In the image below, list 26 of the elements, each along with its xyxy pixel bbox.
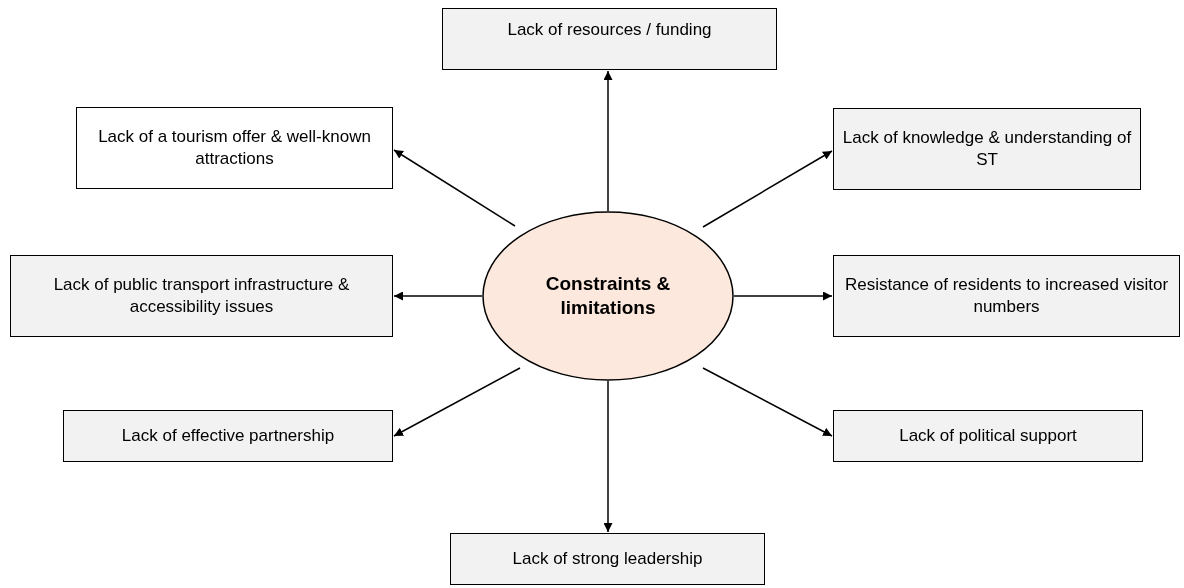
box-text: Lack of knowledge & understanding of ST bbox=[841, 127, 1133, 171]
arrow bbox=[733, 291, 833, 301]
constraint-box bbox=[10, 255, 393, 337]
arrow bbox=[393, 367, 521, 437]
constraint-box bbox=[63, 410, 393, 462]
box-text: Lack of resources / funding bbox=[507, 19, 712, 41]
arrow bbox=[702, 150, 833, 228]
box-text: Lack of political support bbox=[899, 425, 1077, 447]
arrow bbox=[603, 70, 613, 212]
constraint-box bbox=[450, 533, 765, 585]
constraint-box bbox=[833, 255, 1180, 337]
arrow bbox=[702, 367, 833, 437]
constraint-box bbox=[76, 107, 393, 189]
box-text: Lack of public transport infrastructure & accessibility issues bbox=[52, 274, 351, 318]
topic-ellipse bbox=[482, 211, 734, 381]
constraint-box bbox=[833, 410, 1143, 462]
box-text: Lack of a tourism offer & well-known attractions bbox=[97, 126, 372, 170]
arrow bbox=[393, 149, 516, 227]
constraint-box bbox=[442, 8, 777, 70]
arrow bbox=[393, 291, 483, 301]
box-text: Resistance of residents to increased visitor numbers bbox=[843, 274, 1170, 318]
box-text: Lack of strong leadership bbox=[512, 548, 703, 570]
box-text: Constraints & limitations bbox=[544, 272, 672, 320]
box-text: Lack of effective partnership bbox=[121, 425, 335, 447]
arrow bbox=[603, 380, 613, 533]
constraint-box bbox=[833, 108, 1141, 190]
